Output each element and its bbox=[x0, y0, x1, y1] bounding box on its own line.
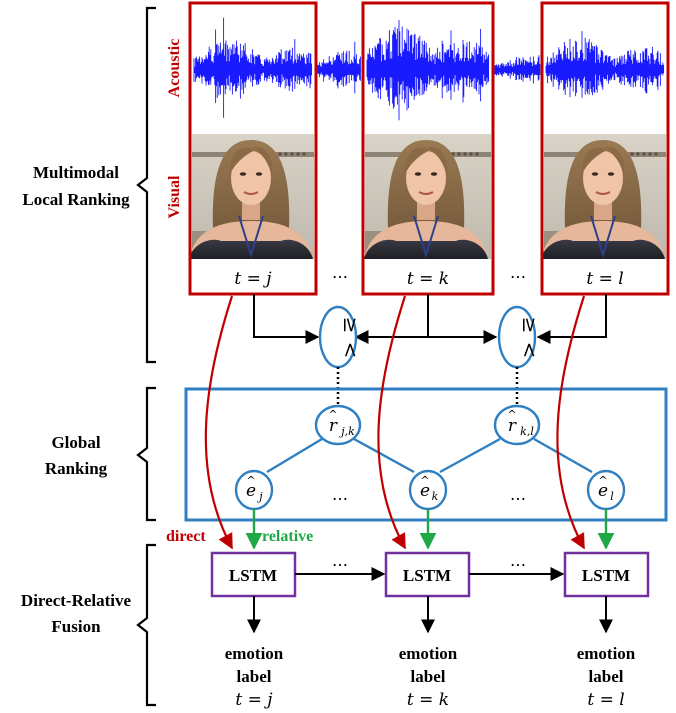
rank-node-kl-sub: k,l bbox=[520, 425, 534, 438]
emotion-node-k: e ^ k bbox=[408, 469, 448, 511]
relative-arrows bbox=[245, 509, 615, 550]
rank-node-kl-r: r bbox=[508, 416, 517, 436]
label-relative: relative bbox=[262, 528, 313, 545]
ellipsis-nodes-2: … bbox=[510, 485, 526, 504]
brace-fusion bbox=[136, 543, 156, 707]
ellipsis-lstm-1: … bbox=[332, 551, 348, 570]
output-l-time: t = l bbox=[587, 690, 624, 710]
lstm-output-arrows bbox=[247, 596, 613, 634]
ellipsis-frames-1: … bbox=[332, 263, 348, 282]
lstm-box-l: LSTM bbox=[563, 551, 650, 598]
output-k-line1: emotion bbox=[399, 644, 458, 663]
frame-l-time-label: t = l bbox=[586, 269, 623, 289]
comparator-1-lt: < bbox=[339, 342, 363, 359]
comparator-1-geq: ≥ bbox=[339, 317, 363, 334]
rank-node-kl-hat: ^ bbox=[507, 408, 516, 421]
output-k-line2: label bbox=[411, 667, 446, 686]
emotion-node-l-hat: ^ bbox=[598, 474, 607, 487]
rank-node-jk: r ^ j,k bbox=[314, 404, 362, 446]
global-ranking-box bbox=[184, 387, 668, 522]
emotion-node-l-e: e bbox=[598, 481, 608, 501]
modality-visual: Visual bbox=[166, 175, 183, 219]
emotion-node-j-e: e bbox=[246, 481, 256, 501]
frame-j-time-label: t = j bbox=[234, 269, 272, 289]
face-image-l bbox=[541, 134, 666, 259]
direct-arrows bbox=[204, 295, 586, 550]
rank-node-jk-hat: ^ bbox=[328, 408, 337, 421]
face-image-k bbox=[364, 134, 491, 259]
output-l-line1: emotion bbox=[577, 644, 636, 663]
frames-group: t = j t = k t = l bbox=[188, 1, 670, 296]
output-j-time: t = j bbox=[235, 690, 273, 710]
acoustic-waveform-gap-1 bbox=[317, 41, 361, 94]
emotion-node-j-sub: j bbox=[256, 490, 263, 503]
frame-k: t = k bbox=[361, 1, 495, 296]
emotion-node-k-e: e bbox=[420, 481, 430, 501]
output-k-time: t = k bbox=[407, 690, 449, 710]
rank-node-jk-r: r bbox=[329, 416, 338, 436]
tree-edges bbox=[266, 437, 593, 474]
face-image-j bbox=[189, 134, 314, 259]
emotion-node-k-sub: k bbox=[432, 490, 439, 503]
comparator-2-geq: ≥ bbox=[518, 317, 542, 334]
output-j-line2: label bbox=[237, 667, 272, 686]
ellipsis-lstm-2: … bbox=[510, 551, 526, 570]
lstm-box-k: LSTM bbox=[384, 551, 471, 598]
emotion-node-l: e ^ l bbox=[586, 469, 626, 511]
acoustic-waveform-gap-2 bbox=[494, 55, 541, 84]
section-global-line2: Ranking bbox=[45, 459, 108, 478]
output-k: emotion label t = k bbox=[399, 644, 458, 710]
comparator-2-lt: < bbox=[518, 342, 542, 359]
modality-acoustic: Acoustic bbox=[166, 39, 183, 98]
output-j-line1: emotion bbox=[225, 644, 284, 663]
lstm-box-j: LSTM bbox=[210, 551, 297, 598]
section-local-line2: Local Ranking bbox=[22, 190, 130, 209]
acoustic-waveform-k bbox=[366, 20, 490, 121]
lstm-label-j: LSTM bbox=[229, 566, 277, 585]
emotion-node-l-sub: l bbox=[610, 490, 614, 503]
section-local-line1: Multimodal bbox=[33, 163, 119, 182]
lstm-label-k: LSTM bbox=[403, 566, 451, 585]
rank-node-jk-sub: j,k bbox=[338, 425, 355, 438]
lstm-label-l: LSTM bbox=[582, 566, 630, 585]
output-l-line2: label bbox=[589, 667, 624, 686]
output-l: emotion label t = l bbox=[577, 644, 636, 710]
section-fusion-line1: Direct-Relative bbox=[21, 591, 132, 610]
comparator-2: ≥ < bbox=[497, 305, 542, 369]
label-direct: direct bbox=[166, 528, 206, 545]
acoustic-waveform-l bbox=[545, 31, 665, 98]
acoustic-waveform-j bbox=[193, 17, 313, 118]
ellipsis-frames-2: … bbox=[510, 263, 526, 282]
ellipsis-nodes-1: … bbox=[332, 485, 348, 504]
acoustic-waveform-gaps bbox=[317, 41, 541, 94]
frame-k-time-label: t = k bbox=[407, 269, 449, 289]
brace-global bbox=[136, 386, 156, 522]
frame-l: t = l bbox=[540, 1, 670, 296]
comparator-1: ≥ < bbox=[318, 305, 363, 369]
frame-j: t = j bbox=[188, 1, 318, 296]
emotion-node-k-hat: ^ bbox=[420, 474, 429, 487]
emotion-node-j-hat: ^ bbox=[246, 474, 255, 487]
rank-node-kl: r ^ k,l bbox=[493, 404, 541, 446]
section-global-line1: Global bbox=[51, 433, 100, 452]
emotion-node-j: e ^ j bbox=[234, 469, 274, 511]
section-fusion-line2: Fusion bbox=[51, 617, 101, 636]
output-j: emotion label t = j bbox=[225, 644, 284, 710]
frame-to-comparator-lines bbox=[253, 294, 607, 344]
brace-local bbox=[136, 6, 156, 364]
